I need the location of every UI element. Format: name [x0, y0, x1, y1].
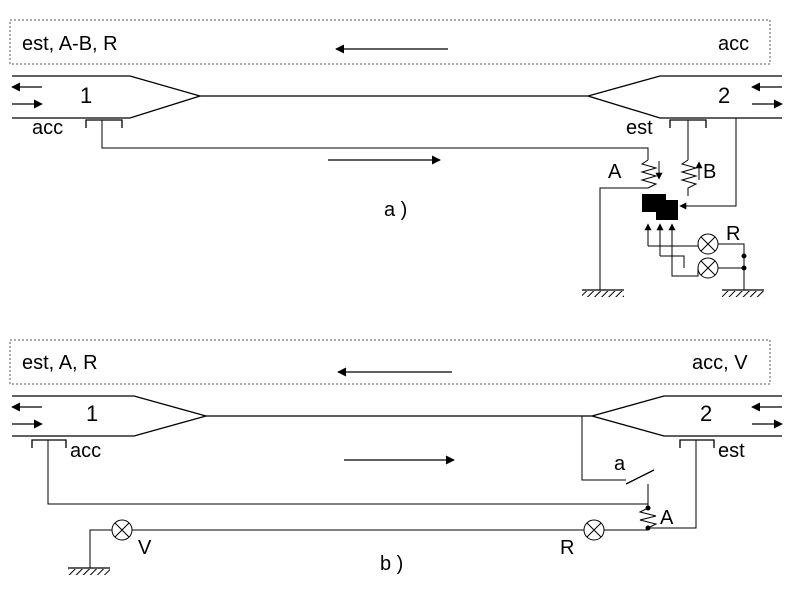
panel-a-junction-2: [741, 265, 747, 271]
panel-b-left-contact-label: acc: [70, 440, 101, 462]
panel-a-contact-wire-3: [671, 266, 699, 277]
panel-b-ground: [68, 567, 110, 575]
panel-a-ground-right: [722, 289, 764, 297]
panel-a-lamp-r-upper: [697, 233, 719, 255]
panel-a-caption: a ): [384, 199, 407, 221]
panel-a-left-contact-label: acc: [32, 117, 63, 139]
panel-a-block-feed-wire: [679, 118, 737, 210]
panel-a-junction-1: [741, 253, 747, 259]
panel-b-line-right-taper: [589, 395, 782, 437]
panel-b-left-contact: [31, 439, 67, 448]
panel-b-relay-a-label: A: [660, 507, 674, 529]
panel-b-switch-wire: [581, 416, 626, 481]
panel-a-station-1: 1: [80, 83, 92, 108]
panel-a-line-left-taper: [12, 75, 203, 119]
panel-a-relay-contact-block: [642, 194, 678, 220]
panel-b-ground-wire: [89, 529, 112, 568]
panel-a-lamp-r-lower: [697, 257, 719, 279]
panel-b-right-contact: [679, 439, 715, 448]
panel-b-station-1: 1: [86, 401, 98, 426]
panel-a-line-right-taper: [585, 75, 782, 119]
panel-b-box-right-text: acc, V: [692, 352, 748, 374]
panel-b-line-left-taper: [12, 395, 209, 437]
panel-a-relay-b-coil: [680, 159, 698, 196]
panel-b-lamp-v: [111, 519, 133, 541]
panel-a-left-contact: [85, 119, 123, 128]
panel-b: est, A, R acc, V 1 2 acc est a A: [9, 339, 783, 575]
panel-b-station-2: 2: [700, 401, 712, 426]
panel-b-lamp-r-label: R: [560, 537, 574, 559]
panel-a-contact-wire-2: [660, 255, 685, 268]
panel-a: est, A-B, R acc 1 2 acc est A: [9, 19, 783, 297]
panel-a-relay-b-label: B: [703, 161, 716, 183]
panel-a-relay-a-label: A: [608, 161, 622, 183]
panel-a-relay-a-coil: [640, 159, 658, 189]
panel-a-station-2: 2: [718, 83, 730, 108]
panel-b-signal-wire: [47, 440, 648, 505]
panel-b-caption: b ): [380, 553, 403, 575]
panel-a-right-contact-label: est: [626, 117, 653, 139]
panel-a-lamp-wires: [718, 243, 745, 290]
panel-a-info-box: [9, 19, 771, 65]
panel-a-box-right-text: acc: [718, 33, 749, 55]
panel-a-ground-left: [582, 289, 624, 297]
panel-b-lamp-v-label: V: [138, 537, 152, 559]
panel-a-box-left-text: est, A-B, R: [22, 33, 118, 55]
panel-b-info-box: [9, 339, 771, 385]
panel-b-switch-label: a: [614, 453, 626, 475]
panel-b-relay-return-wire: [648, 440, 697, 529]
panel-b-right-contact-label: est: [718, 440, 745, 462]
panel-b-switch-blade: [625, 469, 655, 485]
panel-b-lamp-r: [583, 519, 605, 541]
panel-b-box-left-text: est, A, R: [22, 352, 98, 374]
panel-b-relay-dot-top: [645, 505, 651, 511]
panel-b-relay-a-coil: [638, 507, 658, 529]
panel-a-lamp-label: R: [726, 223, 740, 245]
panel-a-signal-wire: [101, 120, 649, 160]
panel-a-relay-a-ground-wire: [599, 187, 648, 290]
